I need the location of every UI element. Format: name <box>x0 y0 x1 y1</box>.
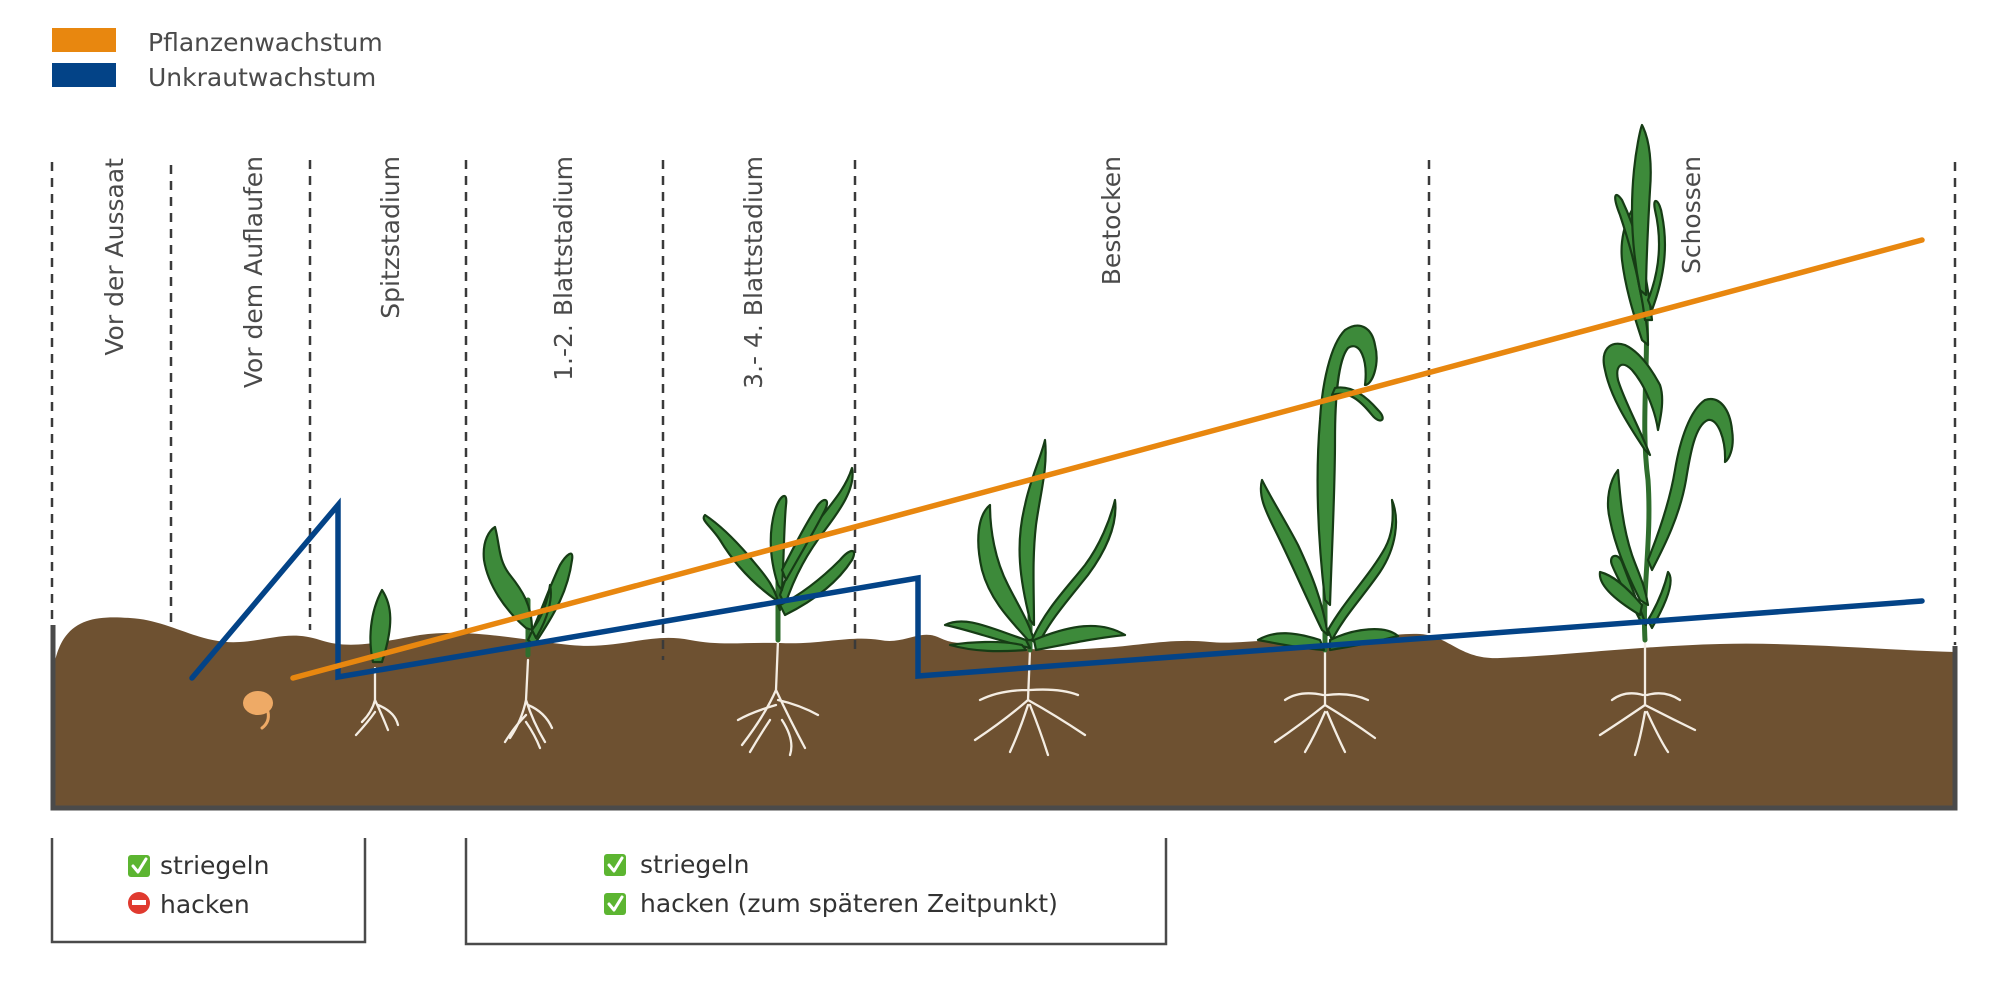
plant-tillering-large <box>1256 324 1400 754</box>
note-bracket-later <box>464 838 1168 946</box>
note-item-harrowing: striegeln <box>160 851 269 880</box>
soil-edge <box>50 625 1958 811</box>
plant-shooting <box>1598 123 1734 757</box>
legend-swatch-plant-growth <box>52 28 116 52</box>
seed-icon <box>243 691 273 715</box>
note-item-hoeing-later: hacken (zum späteren Zeitpunkt) <box>640 889 1058 918</box>
check-mark <box>607 895 624 912</box>
legend-swatch-weed-growth <box>52 63 116 87</box>
stage-label-before-emergence: Vor dem Auflaufen <box>239 156 268 388</box>
stage-label-spike-stage: Spitzstadium <box>376 156 405 319</box>
growth-lines <box>189 237 1925 681</box>
note-item-harrowing: striegeln <box>640 850 749 879</box>
legend-label-plant-growth: Pflanzenwachstum <box>148 28 383 57</box>
no-entry-bar <box>132 900 146 905</box>
legend: Pflanzenwachstum Unkrautwachstum <box>52 28 383 92</box>
note-bracket-early <box>50 838 367 944</box>
plant-growth-line <box>290 237 1925 681</box>
stage-label-1-2-leaf-stage: 1.-2. Blattstadium <box>549 156 578 381</box>
plant-spike-stage <box>354 588 400 737</box>
stage-label-before-sowing: Vor der Aussaat <box>100 158 129 356</box>
seed-sprout-icon <box>260 710 270 730</box>
note-box-later: striegeln hacken (zum späteren Zeitpunkt… <box>464 838 1168 946</box>
check-mark <box>131 857 148 874</box>
stage-label-tillering: Bestocken <box>1097 156 1126 285</box>
plant-tillering <box>943 438 1127 757</box>
legend-label-weed-growth: Unkrautwachstum <box>148 63 376 92</box>
stage-labels: Vor der Aussaat Vor dem Auflaufen Spitzs… <box>100 156 1706 389</box>
check-mark <box>607 856 624 873</box>
stage-label-3-4-leaf-stage: 3.- 4. Blattstadium <box>739 156 768 389</box>
weed-growth-line <box>189 497 1925 681</box>
note-item-hoeing: hacken <box>160 890 250 919</box>
stage-label-shooting: Schossen <box>1677 156 1706 274</box>
note-box-early: striegeln hacken <box>50 838 367 944</box>
